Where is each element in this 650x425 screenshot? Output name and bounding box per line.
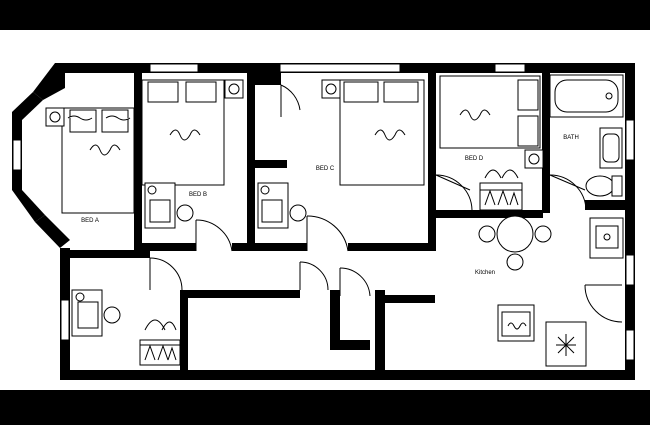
beds bbox=[45, 75, 544, 214]
bath-fixtures bbox=[549, 74, 624, 197]
bed-c-furniture bbox=[321, 79, 425, 186]
room-label-bath: BATH bbox=[563, 135, 579, 141]
kitchen-fixtures bbox=[478, 215, 624, 367]
closets bbox=[139, 169, 523, 366]
room-label-bed-b: BED B bbox=[189, 192, 207, 198]
room-labels: BED A BED B BED C BED D BATH Kitchen bbox=[81, 135, 579, 276]
room-label-bed-c: BED C bbox=[316, 166, 335, 172]
bed-a-furniture bbox=[45, 107, 135, 214]
desks bbox=[71, 182, 307, 337]
bed-b-furniture bbox=[141, 79, 244, 186]
windows bbox=[12, 63, 635, 361]
room-label-bed-a: BED A bbox=[81, 218, 99, 224]
bottom-band bbox=[0, 390, 650, 420]
room-label-kitchen: Kitchen bbox=[475, 270, 495, 276]
doors bbox=[149, 84, 623, 323]
top-band bbox=[0, 0, 650, 30]
room-label-bed-d: BED D bbox=[465, 156, 484, 162]
bed-d-furniture bbox=[439, 75, 544, 169]
interior-walls bbox=[70, 73, 625, 370]
